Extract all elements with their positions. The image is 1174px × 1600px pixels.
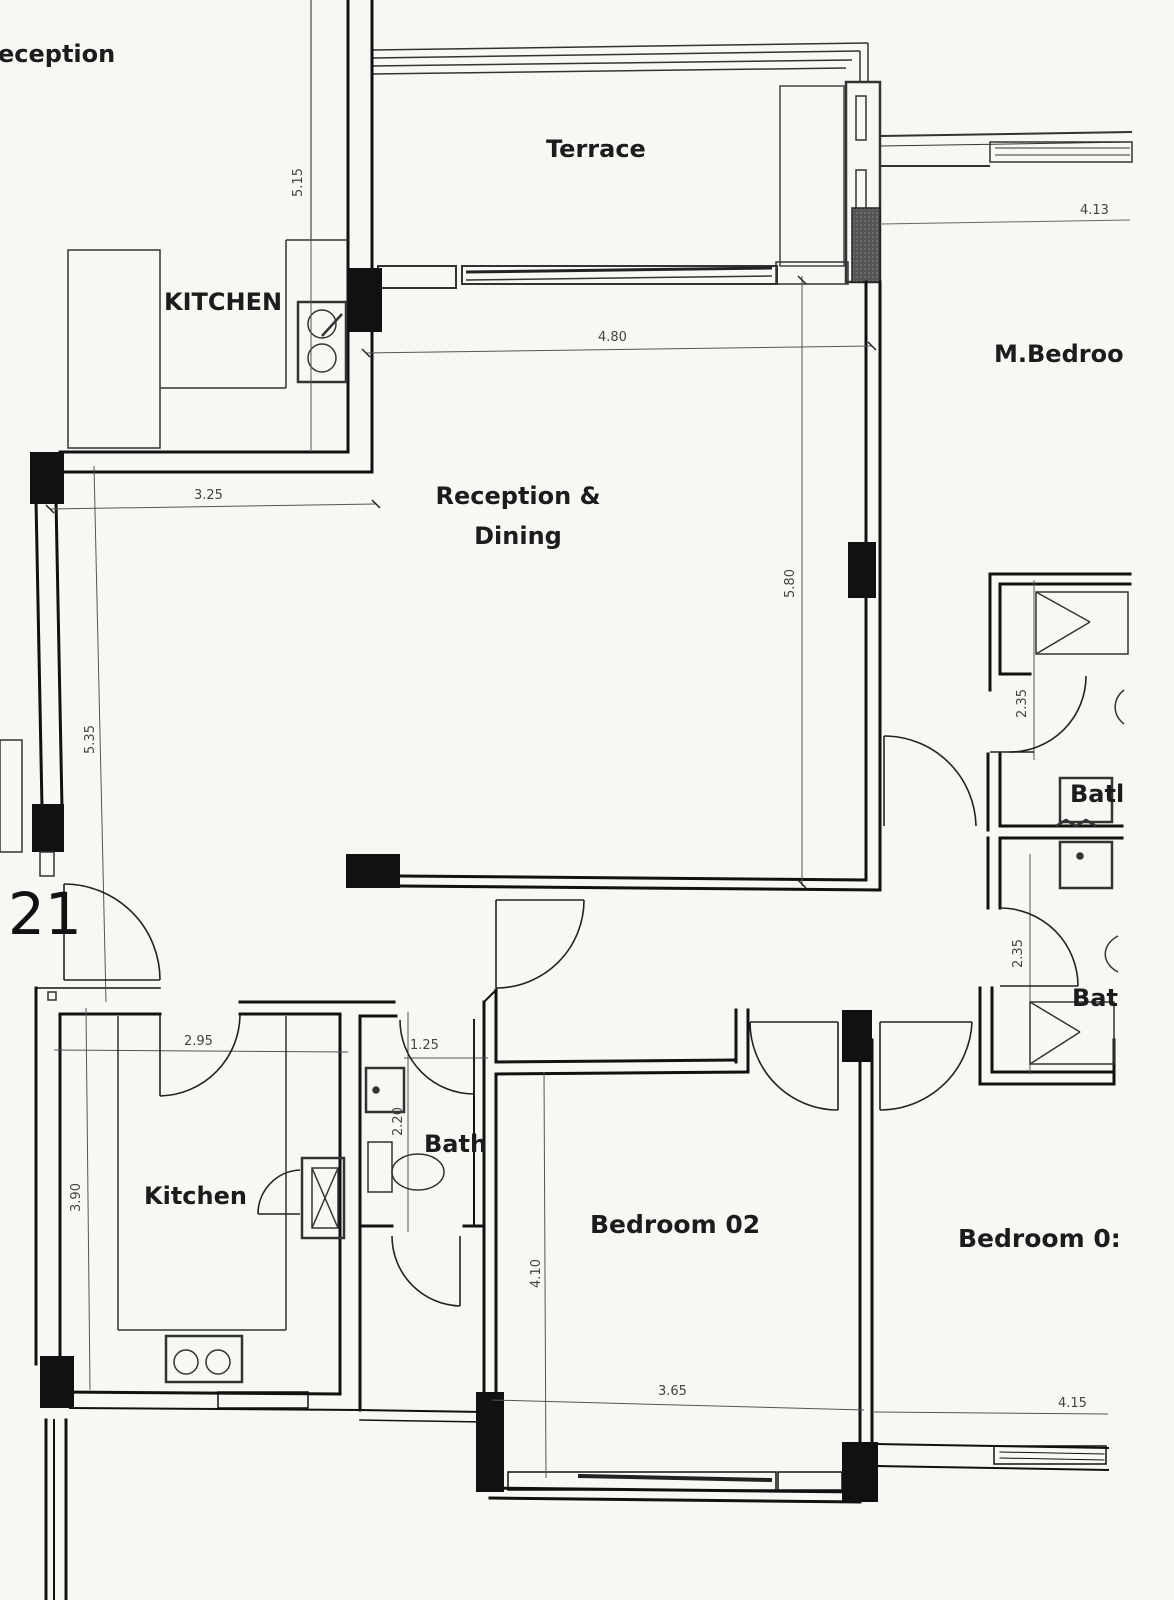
room-label-bath-lower: Bath (424, 1130, 488, 1158)
lower-bath-fixtures (364, 1066, 445, 1193)
dimension-2-35-upper: 2.35 (1014, 689, 1030, 718)
dimension-2-35-lower: 2.35 (1010, 939, 1026, 968)
dimension-3-90: 3.90 (68, 1183, 84, 1212)
room-label-terrace: Terrace (546, 135, 646, 163)
dimension-5-15: 5.15 (290, 168, 306, 197)
dimension-3-25: 3.25 (194, 488, 223, 503)
room-label-kitchen-lower: Kitchen (144, 1182, 247, 1210)
dimension-4-10: 4.10 (528, 1259, 544, 1288)
walls (34, 0, 1132, 1600)
dimension-2-20: 2.20 (390, 1107, 406, 1136)
room-label-reception-dining-line1: Reception & (435, 482, 601, 510)
right-bath-fixtures (1029, 591, 1129, 1065)
dimension-4-80: 4.80 (598, 330, 627, 345)
dimension-4-15: 4.15 (1058, 1396, 1087, 1411)
room-label-bedroom-01: Bedroom 0: (958, 1224, 1121, 1253)
dimension-lines (45, 0, 1109, 1479)
room-label-reception: eception (0, 40, 116, 68)
lower-kitchen-fixtures (117, 1016, 346, 1384)
doors (63, 675, 1087, 1307)
room-label-reception-dining-line2: Dining (474, 522, 562, 550)
left-edge-fragment (0, 739, 57, 1001)
room-label-bath-right-2: Bat (1072, 984, 1118, 1012)
room-label-bedroom-02: Bedroom 02 (590, 1210, 761, 1239)
columns (30, 268, 878, 1502)
room-label-master-bedroom: M.Bedroo (994, 340, 1124, 368)
dimension-2-95: 2.95 (184, 1034, 213, 1049)
room-label-reception-dining: Reception & Dining (416, 476, 620, 556)
dimension-3-65: 3.65 (658, 1384, 687, 1399)
dimension-4-13: 4.13 (1080, 203, 1109, 218)
room-label-bath-right-1: Batl (1070, 780, 1125, 808)
upper-kitchen-fixtures (67, 239, 348, 449)
dimension-1-25: 1.25 (410, 1038, 439, 1053)
terrace-area (371, 42, 1133, 289)
room-label-kitchen-upper: KITCHEN (164, 288, 283, 316)
unit-number-fragment: 21 (8, 880, 82, 948)
dimension-5-35: 5.35 (82, 725, 98, 754)
dimension-5-80: 5.80 (782, 569, 798, 598)
